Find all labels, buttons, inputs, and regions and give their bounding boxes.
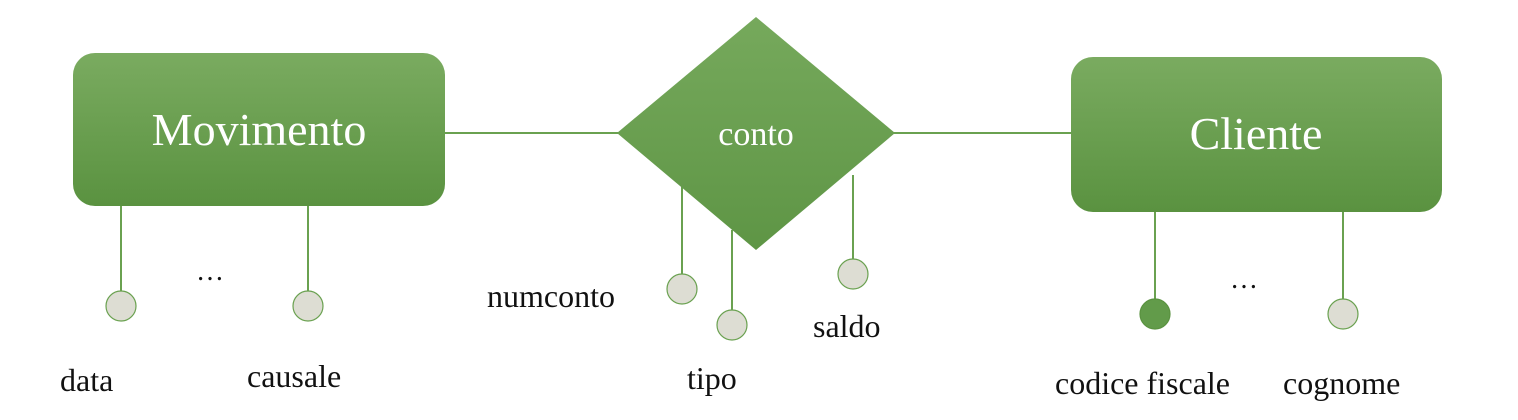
relationship-conto-label: conto <box>718 116 794 153</box>
relationship-conto <box>617 17 895 250</box>
entity-movimento-label: Movimento <box>151 104 367 155</box>
entity-cliente-label: Cliente <box>1189 108 1323 159</box>
attr-circle-causale <box>292 290 324 322</box>
attr-circle-saldo <box>837 258 869 290</box>
attr-circle-cognome <box>1327 298 1359 330</box>
attr-label-saldo: saldo <box>813 308 881 344</box>
attr-label-data: data <box>60 362 114 398</box>
attr-circle-codice-fiscale-key <box>1139 298 1171 330</box>
attr-circle-data <box>105 290 137 322</box>
attr-label-numconto: numconto <box>487 278 615 314</box>
attr-label-tipo: tipo <box>687 360 737 396</box>
ellipsis-cliente-attributes: … <box>1230 264 1258 295</box>
attr-circle-numconto <box>666 273 698 305</box>
ellipsis-movimento-attributes: … <box>196 256 224 287</box>
attr-circle-tipo <box>716 309 748 341</box>
entity-cliente <box>1071 57 1442 212</box>
attr-label-causale: causale <box>247 358 342 394</box>
attr-label-cognome: cognome <box>1283 365 1401 401</box>
entity-movimento <box>73 53 445 206</box>
attr-label-codice-fiscale: codice fiscale <box>1055 365 1230 401</box>
